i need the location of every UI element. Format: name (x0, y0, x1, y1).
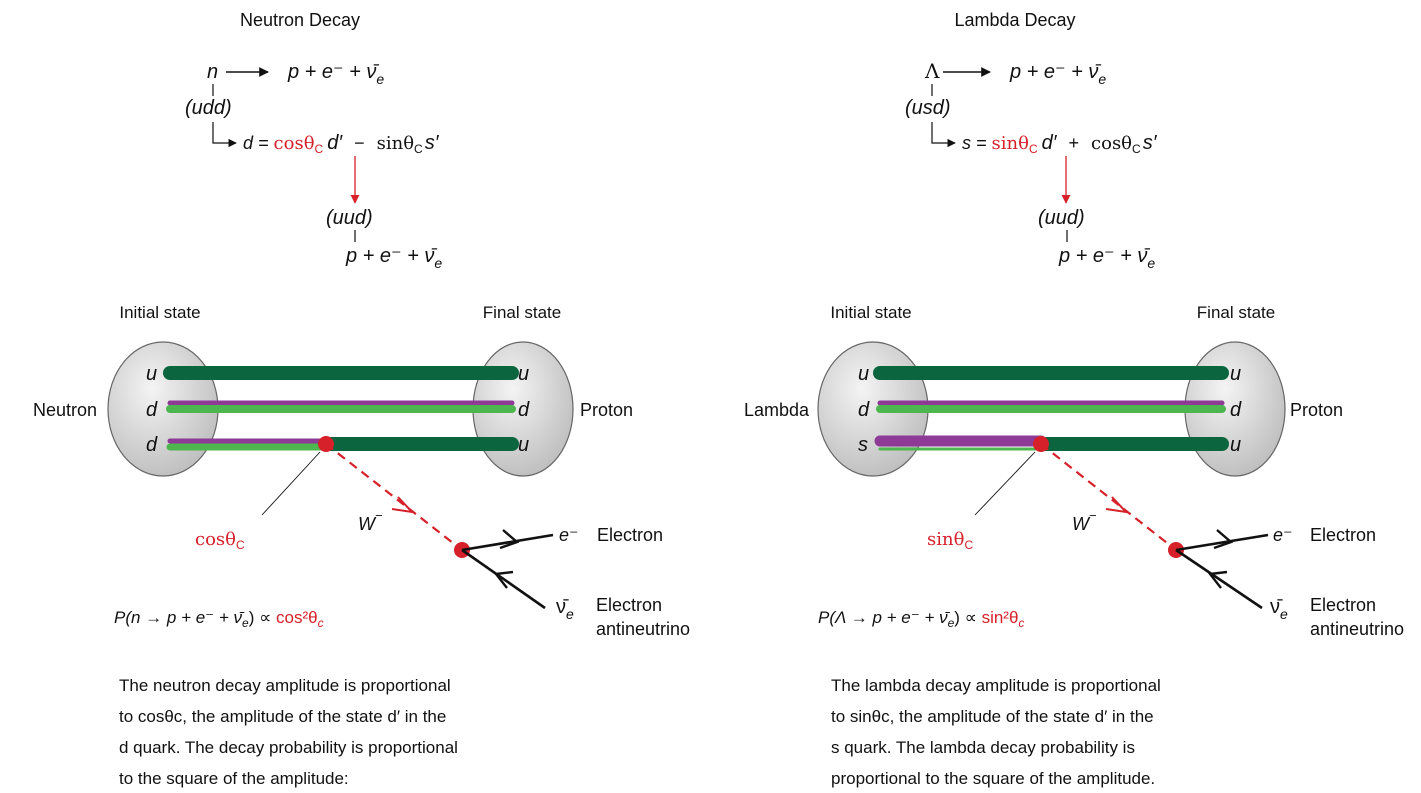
lambda-title: Lambda Decay (954, 10, 1075, 30)
initial-quark-2: d (858, 399, 870, 421)
mixing-bracket (212, 122, 237, 148)
final-hadron-label: Proton (580, 400, 633, 420)
w-boson-label: W− (1072, 508, 1097, 534)
electron-line (1175, 533, 1269, 552)
final-quark-1: u (518, 363, 529, 385)
w-boson-line (1040, 443, 1177, 551)
lambda-quark-content: (usd) (905, 97, 951, 119)
w-boson-arrow (391, 496, 415, 514)
antineutrino-line (461, 548, 546, 610)
initial-state-label: Initial state (119, 303, 200, 322)
antineutrino-symbol: ν̄e (1270, 596, 1288, 622)
final-state-label: Final state (1197, 303, 1275, 322)
mixing-bracket (931, 122, 956, 148)
electron-symbol: e⁻ (559, 525, 579, 545)
quark-vertex (1033, 436, 1049, 452)
vertex-coefficient: cosθC (195, 529, 245, 552)
probability-formula: P(n → p + e⁻ + ν̄e) ∝ cos²θc (114, 608, 324, 630)
neutron-symbol: n (207, 61, 218, 83)
description-line: d quark. The decay probability is propor… (119, 738, 458, 757)
electron-name: Electron (597, 525, 663, 545)
final-reaction: p + e⁻ + ν̄e (345, 245, 442, 271)
final-state-label: Final state (483, 303, 561, 322)
electron-arrow (1213, 529, 1234, 550)
vertex-callout-line (974, 451, 1036, 516)
neutron-title: Neutron Decay (240, 10, 360, 30)
final-quark-content: (uud) (1038, 207, 1085, 229)
initial-hadron-label: Lambda (744, 400, 810, 420)
final-quark-3: u (518, 434, 529, 456)
description-line: to sinθc, the amplitude of the state d′ … (831, 707, 1154, 726)
neutron-quark-content: (udd) (185, 97, 232, 119)
electron-line (461, 533, 554, 552)
w-boson-line (325, 443, 463, 551)
reaction-products: p + e⁻ + ν̄e (1009, 61, 1106, 87)
final-quark-2: d (518, 399, 530, 421)
final-hadron-label: Proton (1290, 400, 1343, 420)
antineutrino-name-2: antineutrino (596, 619, 690, 639)
description-line: s quark. The lambda decay probability is (831, 738, 1135, 757)
lambda-panel: Lambda Decay Λ p + e⁻ + ν̄e (usd) s = si… (744, 10, 1404, 639)
final-quark-content: (uud) (326, 207, 373, 229)
vertex-callout-line (261, 451, 321, 516)
neutron-description: The neutron decay amplitude is proportio… (119, 670, 549, 793)
antineutrino-name-1: Electron (596, 595, 662, 615)
initial-quark-1: u (858, 363, 869, 385)
description-line: The lambda decay amplitude is proportion… (831, 676, 1161, 695)
antineutrino-symbol: ν̄e (556, 596, 574, 622)
initial-state-label: Initial state (830, 303, 911, 322)
final-quark-2: d (1230, 399, 1242, 421)
description-line: to the square of the amplitude: (119, 769, 349, 788)
probability-formula: P(Λ → p + e⁻ + ν̄e) ∝ sin²θc (818, 608, 1024, 630)
description-line: The neutron decay amplitude is proportio… (119, 676, 451, 695)
reaction-products: p + e⁻ + ν̄e (287, 61, 384, 87)
antineutrino-line (1175, 548, 1263, 610)
w-boson-arrow (1105, 496, 1129, 514)
final-quark-3: u (1230, 434, 1241, 456)
final-reaction: p + e⁻ + ν̄e (1058, 245, 1155, 271)
electron-name: Electron (1310, 525, 1376, 545)
initial-hadron-label: Neutron (33, 400, 97, 420)
quark-vertex (318, 436, 334, 452)
antineutrino-arrow (493, 570, 514, 589)
antineutrino-arrow (1207, 570, 1228, 589)
initial-quark-1: u (146, 363, 157, 385)
description-line: to cosθc, the amplitude of the state d′ … (119, 707, 447, 726)
lambda-symbol: Λ (924, 59, 940, 83)
electron-arrow (499, 529, 520, 550)
vertex-coefficient: sinθC (927, 529, 973, 552)
w-boson-label: W− (358, 508, 383, 534)
final-quark-1: u (1230, 363, 1241, 385)
lambda-description: The lambda decay amplitude is proportion… (831, 670, 1261, 793)
electron-symbol: e⁻ (1273, 525, 1293, 545)
neutron-panel: Neutron Decay n p + e⁻ + ν̄e (udd) d = c… (33, 10, 690, 639)
antineutrino-name-1: Electron (1310, 595, 1376, 615)
initial-quark-3: d (146, 434, 158, 456)
description-line: proportional to the square of the amplit… (831, 769, 1156, 788)
initial-quark-3: s (858, 434, 868, 456)
antineutrino-name-2: antineutrino (1310, 619, 1404, 639)
initial-quark-2: d (146, 399, 158, 421)
